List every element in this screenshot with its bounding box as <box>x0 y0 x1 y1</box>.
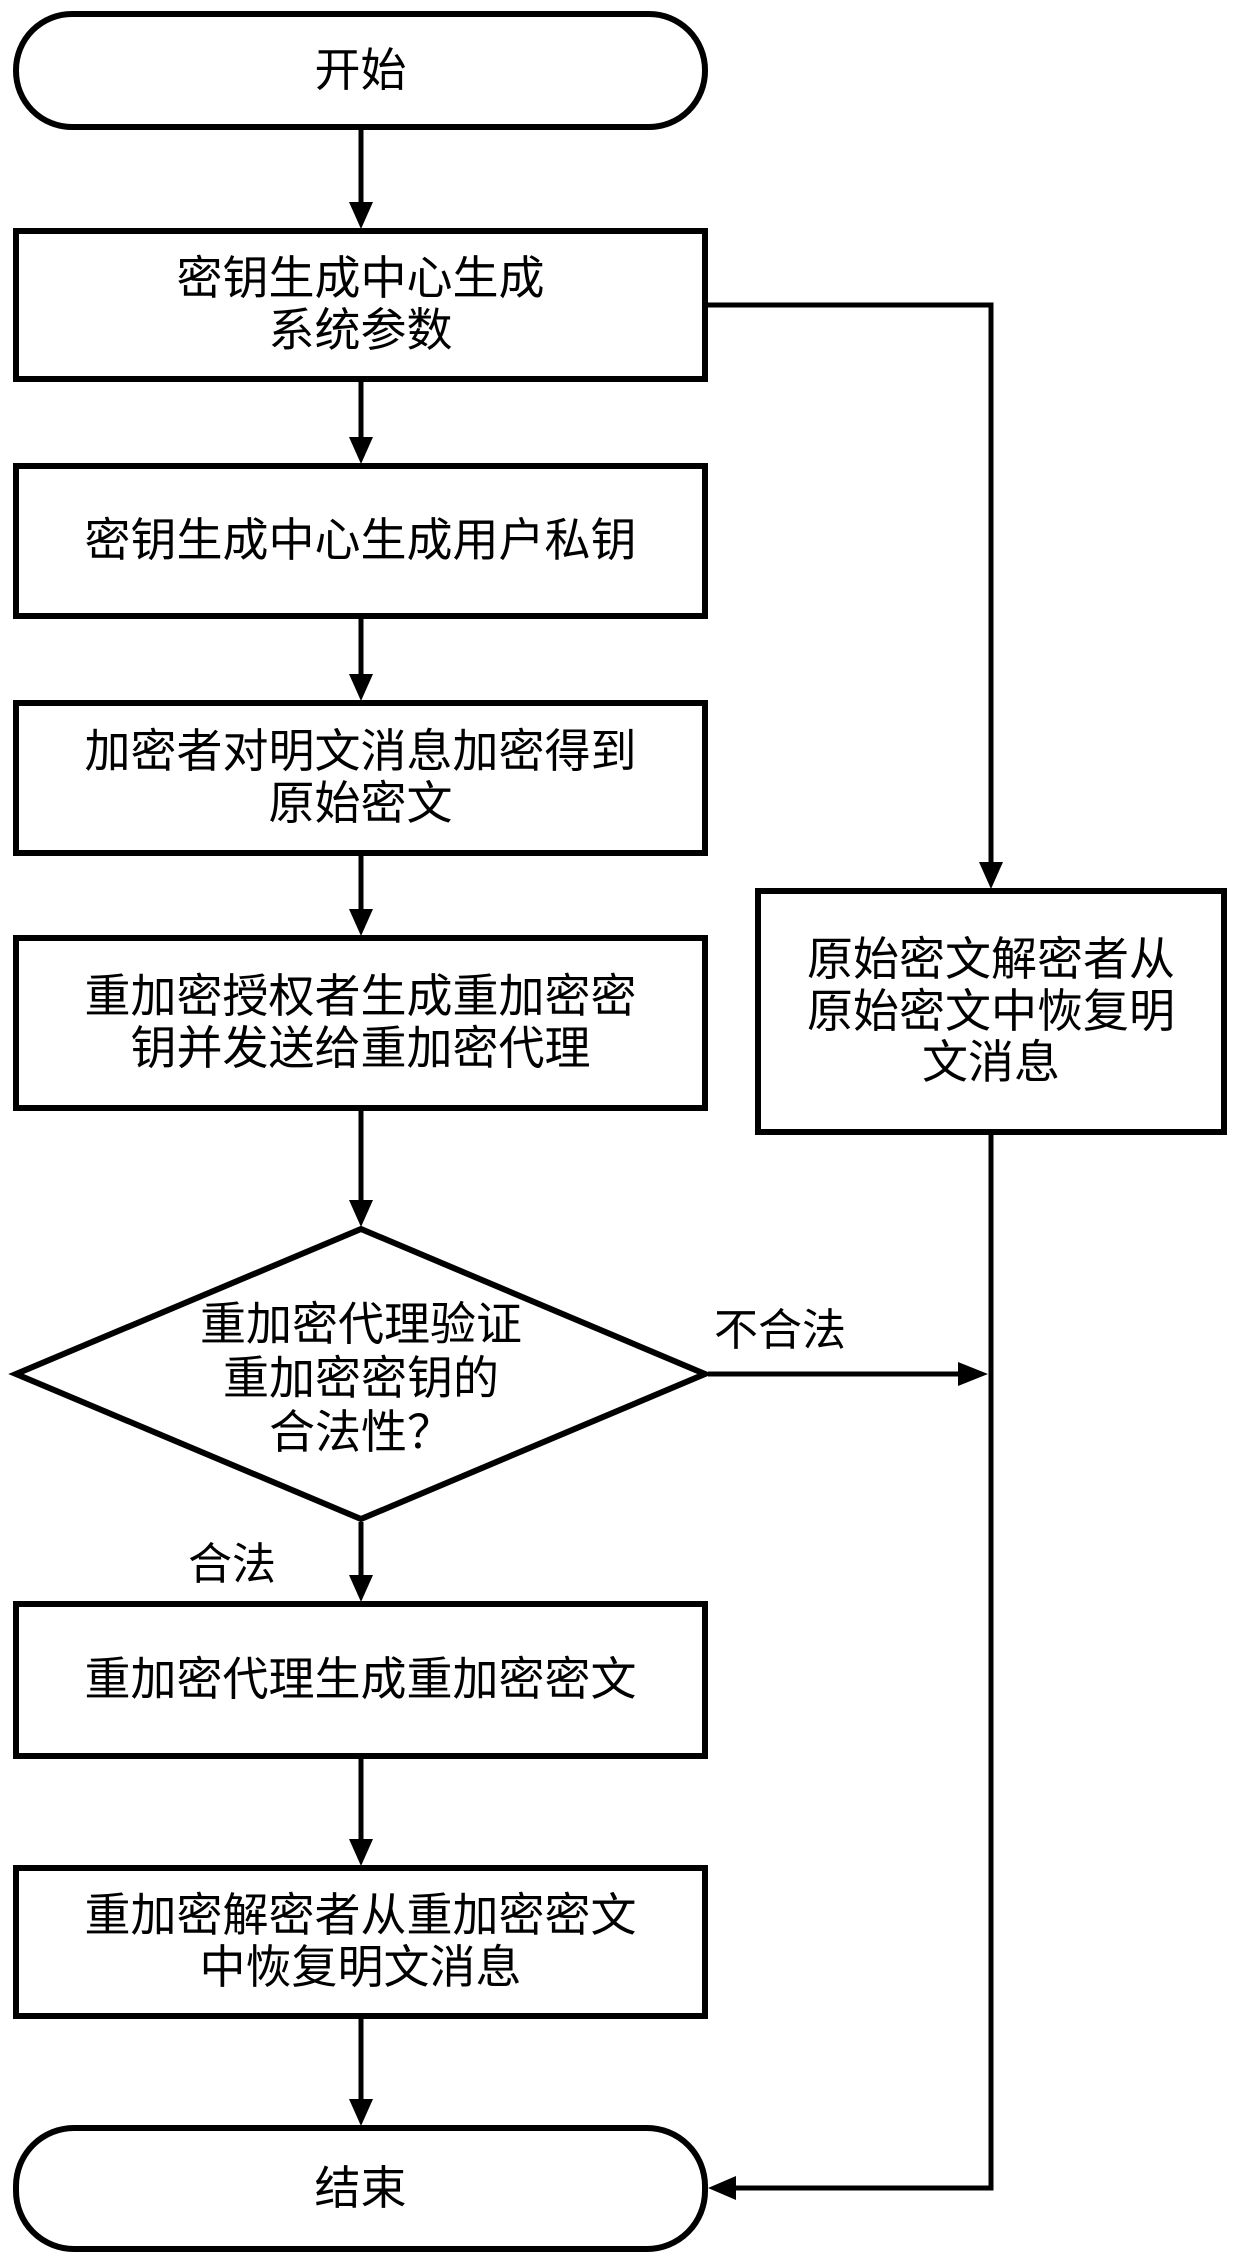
start-terminator <box>13 11 708 130</box>
end-terminator <box>13 2125 708 2252</box>
arrowhead <box>349 1839 373 1866</box>
gen-rekey-line: 钥并发送给重加密代理 <box>130 1021 591 1075</box>
arrowhead <box>349 437 373 464</box>
reencrypt-label: 重加密代理生成重加密密文 <box>16 1604 705 1756</box>
arrowhead <box>349 909 373 936</box>
encrypt-line: 加密者对明文消息加密得到 <box>84 724 637 779</box>
end-label-line: 结束 <box>314 2160 407 2215</box>
gen-rekey-line: 重加密授权者生成重加密密 <box>84 969 637 1024</box>
encrypt-line: 原始密文 <box>268 776 453 830</box>
edge-label-invalid: 不合法 <box>714 1305 846 1356</box>
gen-params-label: 密钥生成中心生成 系统参数 <box>16 231 705 379</box>
decrypt-re-label: 重加密解密者从重加密密文 中恢复明文消息 <box>16 1868 705 2016</box>
arrowhead <box>349 202 373 229</box>
reencrypt-line: 重加密代理生成重加密密文 <box>84 1652 637 1707</box>
verify-line: 合法性？ <box>269 1405 453 1460</box>
gen-private-key-line: 密钥生成中心生成用户私钥 <box>84 513 637 568</box>
gen-rekey-box <box>13 935 708 1111</box>
arrowhead <box>349 1200 373 1227</box>
verify-line: 重加密代理验证 <box>200 1296 522 1351</box>
edge-params-decryptorig <box>708 302 994 866</box>
decrypt-re-line: 重加密解密者从重加密密文 <box>84 1888 637 1943</box>
decrypt-orig-box <box>755 888 1227 1135</box>
decrypt-orig-line: 文消息 <box>922 1035 1060 1090</box>
decrypt-re-line: 中恢复明文消息 <box>199 1940 522 1994</box>
start-label-line: 开始 <box>314 42 407 97</box>
arrowhead <box>958 1362 988 1386</box>
arrowhead <box>349 674 373 701</box>
decrypt-orig-line: 原始密文中恢复明 <box>807 983 1175 1038</box>
gen-private-key-label: 密钥生成中心生成用户私钥 <box>16 466 705 616</box>
arrowhead <box>979 862 1003 889</box>
start-label: 开始 <box>16 14 705 127</box>
gen-params-line: 密钥生成中心生成 <box>176 251 545 306</box>
gen-params-line: 系统参数 <box>268 303 453 357</box>
arrowhead <box>349 2099 373 2126</box>
verify-label: 重加密代理验证 重加密密钥的 合法性？ <box>116 1294 606 1462</box>
decrypt-re-box <box>13 1865 708 2019</box>
edge-decryptorig-end <box>732 1135 994 2191</box>
arrowhead <box>349 1575 373 1602</box>
verify-line: 重加密密钥的 <box>223 1350 499 1405</box>
encrypt-box <box>13 700 708 856</box>
decrypt-orig-line: 原始密文解密者从 <box>807 932 1175 987</box>
arrowhead <box>708 2176 736 2200</box>
gen-rekey-label: 重加密授权者生成重加密密 钥并发送给重加密代理 <box>16 938 705 1108</box>
encrypt-label: 加密者对明文消息加密得到 原始密文 <box>16 703 705 853</box>
reencrypt-box <box>13 1601 708 1759</box>
gen-params-box <box>13 228 708 382</box>
edge-label-valid: 合法 <box>188 1539 276 1590</box>
verify-decision <box>8 1225 713 1523</box>
decrypt-orig-label: 原始密文解密者从 原始密文中恢复明 文消息 <box>758 891 1224 1132</box>
end-label: 结束 <box>16 2128 705 2249</box>
gen-private-key-box <box>13 463 708 619</box>
